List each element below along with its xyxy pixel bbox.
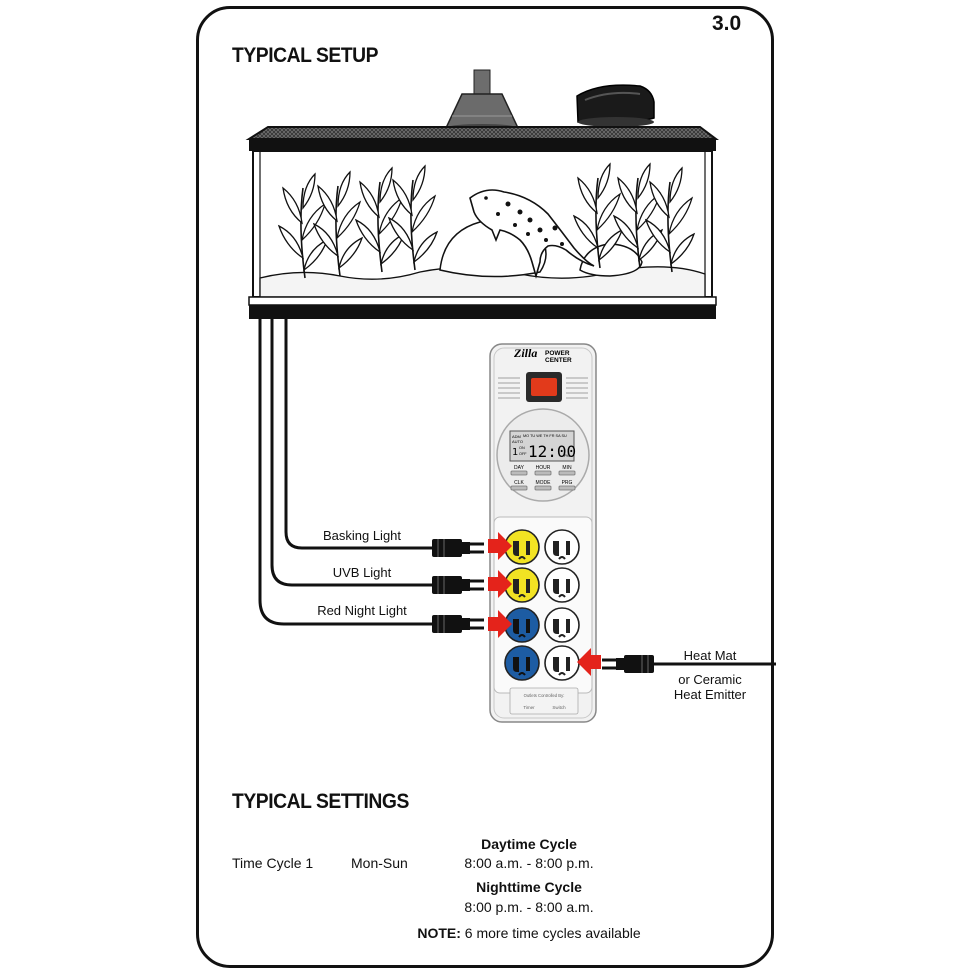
heat-emitter-label: Heat Emitter: [673, 687, 747, 702]
lcd-indicator-bottom: AUTO: [512, 439, 523, 444]
instruction-card: [196, 6, 774, 968]
basking-light-label: Basking Light: [322, 528, 402, 543]
mode-button: MODE: [536, 480, 552, 486]
night-plug-icon: [430, 613, 486, 635]
terrarium: [245, 69, 719, 319]
lcd-pm: PM: [564, 454, 570, 458]
clk-button: CLK: [514, 480, 524, 486]
heat-plug-icon: [600, 653, 656, 675]
device-name-line1: POWER: [545, 350, 570, 357]
device-name-line2: CENTER: [545, 357, 572, 364]
day-button: DAY: [514, 465, 525, 471]
setup-title: TYPICAL SETUP: [232, 44, 379, 67]
note: NOTE: 6 more time cycles available: [417, 925, 640, 941]
page-number: 3.0: [712, 12, 742, 35]
ceramic-label: or Ceramic: [678, 672, 742, 687]
lcd-time: 12:00: [528, 442, 576, 461]
note-text: 6 more time cycles available: [460, 925, 641, 941]
basking-lamp-icon: [444, 69, 520, 132]
nighttime-range: 8:00 p.m. - 8:00 a.m.: [464, 899, 594, 915]
days-label: Mon-Sun: [351, 855, 408, 871]
heat-mat-label: Heat Mat: [683, 648, 737, 663]
lcd-indicator-top: ADM: [512, 434, 521, 439]
min-button: MIN: [562, 465, 572, 471]
time-cycle-label: Time Cycle 1: [232, 855, 314, 871]
lcd-days: MO TU WE TH FR SA SU: [523, 434, 567, 438]
legend-switch: Switch: [552, 705, 566, 710]
legend-timer: Timer: [523, 705, 535, 710]
lcd-on: ON: [519, 446, 525, 450]
power-cords: [258, 319, 776, 666]
basking-plug-icon: [430, 537, 486, 559]
red-night-light-label: Red Night Light: [317, 603, 407, 618]
nighttime-title: Nighttime Cycle: [476, 879, 582, 895]
legend-title: Outlets Controlled By:: [524, 693, 565, 698]
lcd-off: OFF: [519, 452, 527, 456]
uvb-fixture-icon: [576, 84, 655, 127]
daytime-range: 8:00 a.m. - 8:00 p.m.: [464, 855, 594, 871]
settings-title: TYPICAL SETTINGS: [232, 790, 409, 813]
uvb-light-label: UVB Light: [332, 565, 392, 580]
power-center-device: [489, 343, 597, 723]
hour-button: HOUR: [536, 465, 551, 471]
daytime-title: Daytime Cycle: [481, 836, 577, 852]
uvb-plug-icon: [430, 574, 486, 596]
prg-button: PRG: [562, 480, 573, 486]
lcd-digit: 1: [512, 447, 518, 458]
gecko-icon: [469, 189, 595, 279]
note-label: NOTE:: [417, 925, 461, 941]
lcd-display: [509, 430, 575, 462]
device-brand: Zilla: [513, 346, 537, 360]
